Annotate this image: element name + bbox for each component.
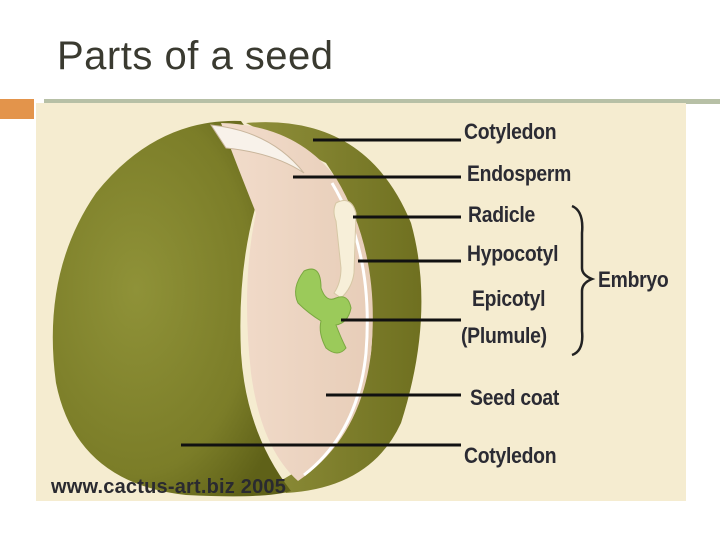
label-embryo: Embryo (598, 267, 668, 293)
label-seed-coat: Seed coat (470, 385, 559, 411)
label-cotyledon-top: Cotyledon (464, 119, 556, 145)
label-epicotyl: Epicotyl (472, 286, 545, 312)
leader-lines (36, 103, 686, 501)
title-accent-bar (0, 99, 34, 119)
label-radicle: Radicle (468, 202, 535, 228)
label-plumule: (Plumule) (461, 323, 547, 349)
seed-diagram: Cotyledon Endosperm Radicle Hypocotyl Ep… (36, 103, 686, 501)
label-hypocotyl: Hypocotyl (467, 241, 558, 267)
label-endosperm: Endosperm (467, 161, 571, 187)
slide-title: Parts of a seed (57, 34, 334, 79)
label-cotyledon-bottom: Cotyledon (464, 443, 556, 469)
image-credit: www.cactus-art.biz 2005 (51, 476, 286, 499)
embryo-brace (572, 206, 592, 355)
